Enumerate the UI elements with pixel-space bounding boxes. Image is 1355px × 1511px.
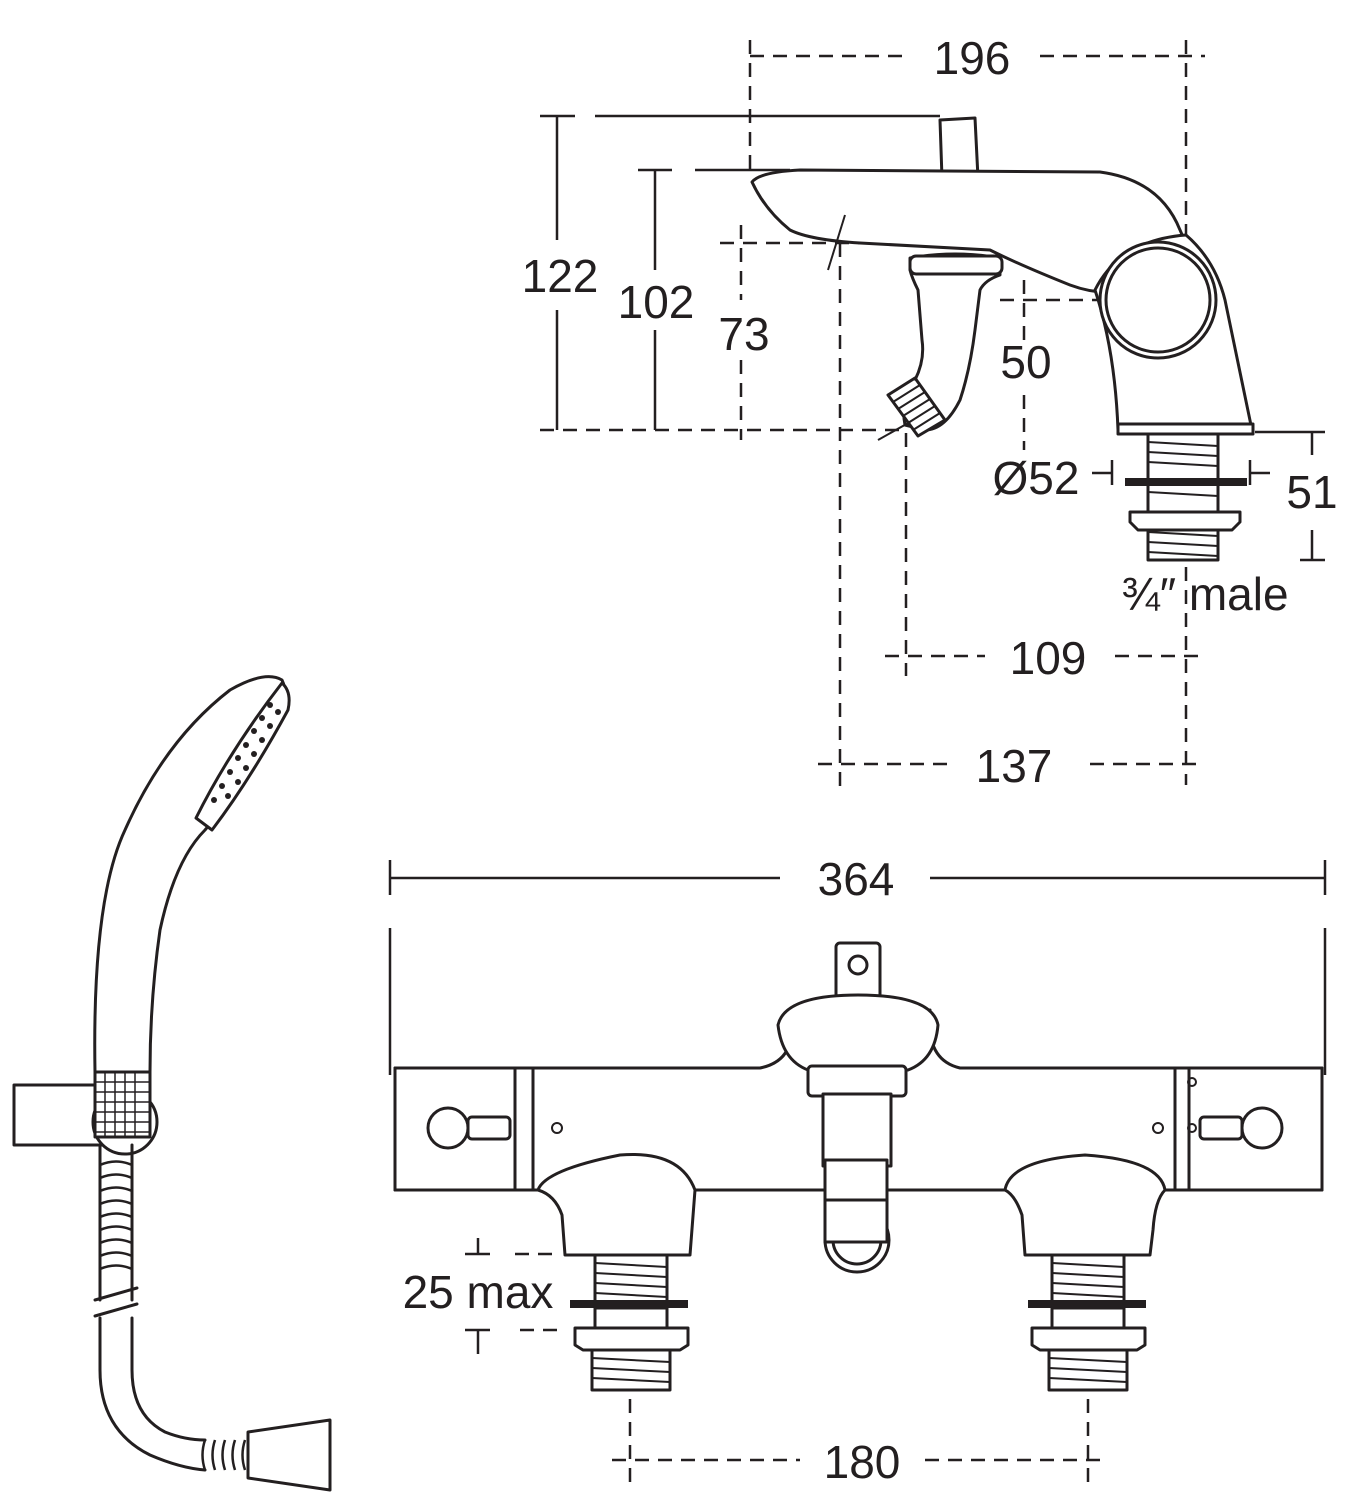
side-view: 196 122 102 73 50 Ø52 51 ¾″ male 109 137	[522, 32, 1338, 792]
spout-dome	[776, 993, 940, 1072]
dim-364: 364	[818, 853, 895, 905]
temperature-control-knob	[426, 1106, 470, 1150]
spray-nozzles	[211, 702, 281, 803]
handset-collar	[93, 1070, 152, 1139]
flow-control-knob	[1240, 1106, 1284, 1150]
dim-137: 137	[976, 740, 1053, 792]
dim-122: 122	[522, 250, 599, 302]
front-view: 364 25 max 180	[388, 853, 1327, 1490]
dim-73: 73	[718, 308, 769, 360]
dim-thread-size: ¾″ male	[1121, 568, 1288, 620]
dim-50: 50	[1000, 336, 1051, 388]
dim-diameter-52: Ø52	[993, 452, 1080, 504]
shower-handset	[12, 675, 332, 1492]
threaded-inlet-right	[1028, 1253, 1147, 1392]
shower-hose	[93, 1143, 332, 1492]
dim-109: 109	[1010, 632, 1087, 684]
dim-51: 51	[1286, 466, 1337, 518]
threaded-inlet-left	[570, 1253, 690, 1392]
threaded-tail-side	[1116, 422, 1255, 562]
front-view-dimension-lines	[388, 860, 1327, 1490]
dim-196: 196	[934, 32, 1011, 84]
spout-body	[750, 116, 1254, 441]
dim-25-max: 25 max	[403, 1266, 554, 1318]
dim-102: 102	[618, 276, 695, 328]
side-view-dimension-lines	[540, 40, 1325, 790]
dim-180: 180	[824, 1436, 901, 1488]
